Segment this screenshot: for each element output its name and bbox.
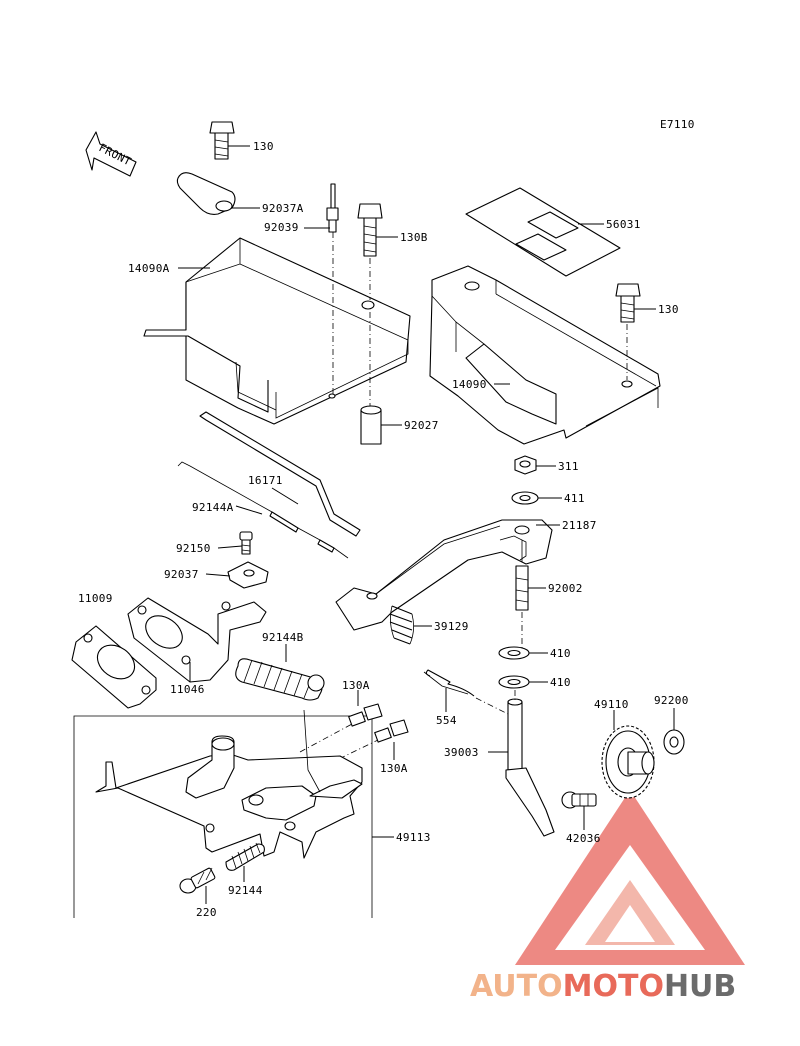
label-92002: 92002	[548, 582, 583, 595]
rod-92144A	[177, 461, 349, 559]
part-labels: E7110 130 92037A 92039 130B 14090A 56031…	[78, 118, 695, 919]
diagram-code: E7110	[660, 118, 695, 131]
bolt-130-top	[209, 121, 235, 160]
bolt-130B	[357, 203, 383, 406]
spring-92144	[225, 842, 265, 871]
label-92037: 92037	[164, 568, 199, 581]
watermark-text: AUTOMOTOHUB	[470, 969, 736, 1004]
washer-92200	[663, 729, 685, 755]
bolts-130A	[299, 703, 409, 771]
label-56031	[465, 187, 621, 277]
bracket-box-outline	[73, 715, 373, 918]
label-92027: 92027	[404, 419, 439, 432]
label-130-right: 130	[658, 303, 679, 316]
washer-410-lower	[498, 675, 530, 689]
bracket-49113	[95, 709, 363, 859]
label-14090A: 14090A	[128, 262, 170, 275]
label-92200: 92200	[654, 694, 689, 707]
label-39129: 39129	[434, 620, 469, 633]
label-49113: 49113	[396, 831, 431, 844]
bolt-130-right	[615, 283, 641, 323]
cover-14090	[429, 265, 661, 445]
gasket-11009	[71, 625, 157, 709]
lever-21187	[335, 519, 553, 631]
rod-16171	[199, 411, 361, 537]
label-92039: 92039	[264, 221, 299, 234]
label-411: 411	[564, 492, 585, 505]
clamp-92037A	[176, 172, 236, 215]
label-92150: 92150	[176, 542, 211, 555]
watermark-moto: MOTO	[563, 969, 664, 1004]
label-130A-b: 130A	[380, 762, 408, 775]
watermark-auto: AUTO	[470, 969, 563, 1004]
label-220: 220	[196, 906, 217, 919]
clip-92037	[227, 561, 269, 589]
label-92144B: 92144B	[262, 631, 304, 644]
label-42036: 42036	[566, 832, 601, 845]
label-130A-a: 130A	[342, 679, 370, 692]
label-130B: 130B	[400, 231, 428, 244]
svg-text:AUTOMOTOHUB: AUTOMOTOHUB	[470, 969, 736, 1004]
cover-14090A	[143, 237, 411, 425]
label-21187: 21187	[562, 519, 597, 532]
label-410-lower: 410	[550, 676, 571, 689]
pin-92039	[326, 183, 339, 394]
label-16171: 16171	[248, 474, 283, 487]
label-11009: 11009	[78, 592, 113, 605]
label-311: 311	[558, 460, 579, 473]
label-39003: 39003	[444, 746, 479, 759]
watermark-hub: HUB	[664, 969, 736, 1004]
label-554: 554	[436, 714, 457, 727]
nut-311	[514, 455, 537, 475]
spring-92144B	[235, 658, 325, 701]
washer-411	[511, 491, 539, 505]
spring-39129	[389, 605, 414, 645]
label-49110: 49110	[594, 698, 629, 711]
label-56031: 56031	[606, 218, 641, 231]
label-92144A: 92144A	[192, 501, 234, 514]
pin-554	[423, 669, 513, 717]
leader-lines	[178, 145, 675, 904]
label-11046: 11046	[170, 683, 205, 696]
gear-49110	[601, 725, 655, 799]
label-14090: 14090	[452, 378, 487, 391]
front-arrow-icon: FRONT	[85, 131, 137, 177]
label-92144: 92144	[228, 884, 263, 897]
label-130-top: 130	[253, 140, 274, 153]
collar-92027	[360, 405, 382, 445]
plate-11046	[127, 597, 267, 683]
bolt-220	[179, 867, 216, 894]
screw-92150	[239, 531, 253, 555]
label-92037A: 92037A	[262, 202, 304, 215]
washer-410-upper	[498, 646, 530, 660]
bolt-42036	[561, 791, 597, 809]
shaft-39003	[505, 690, 555, 837]
watermark-logo	[515, 790, 745, 965]
label-410-upper: 410	[550, 647, 571, 660]
